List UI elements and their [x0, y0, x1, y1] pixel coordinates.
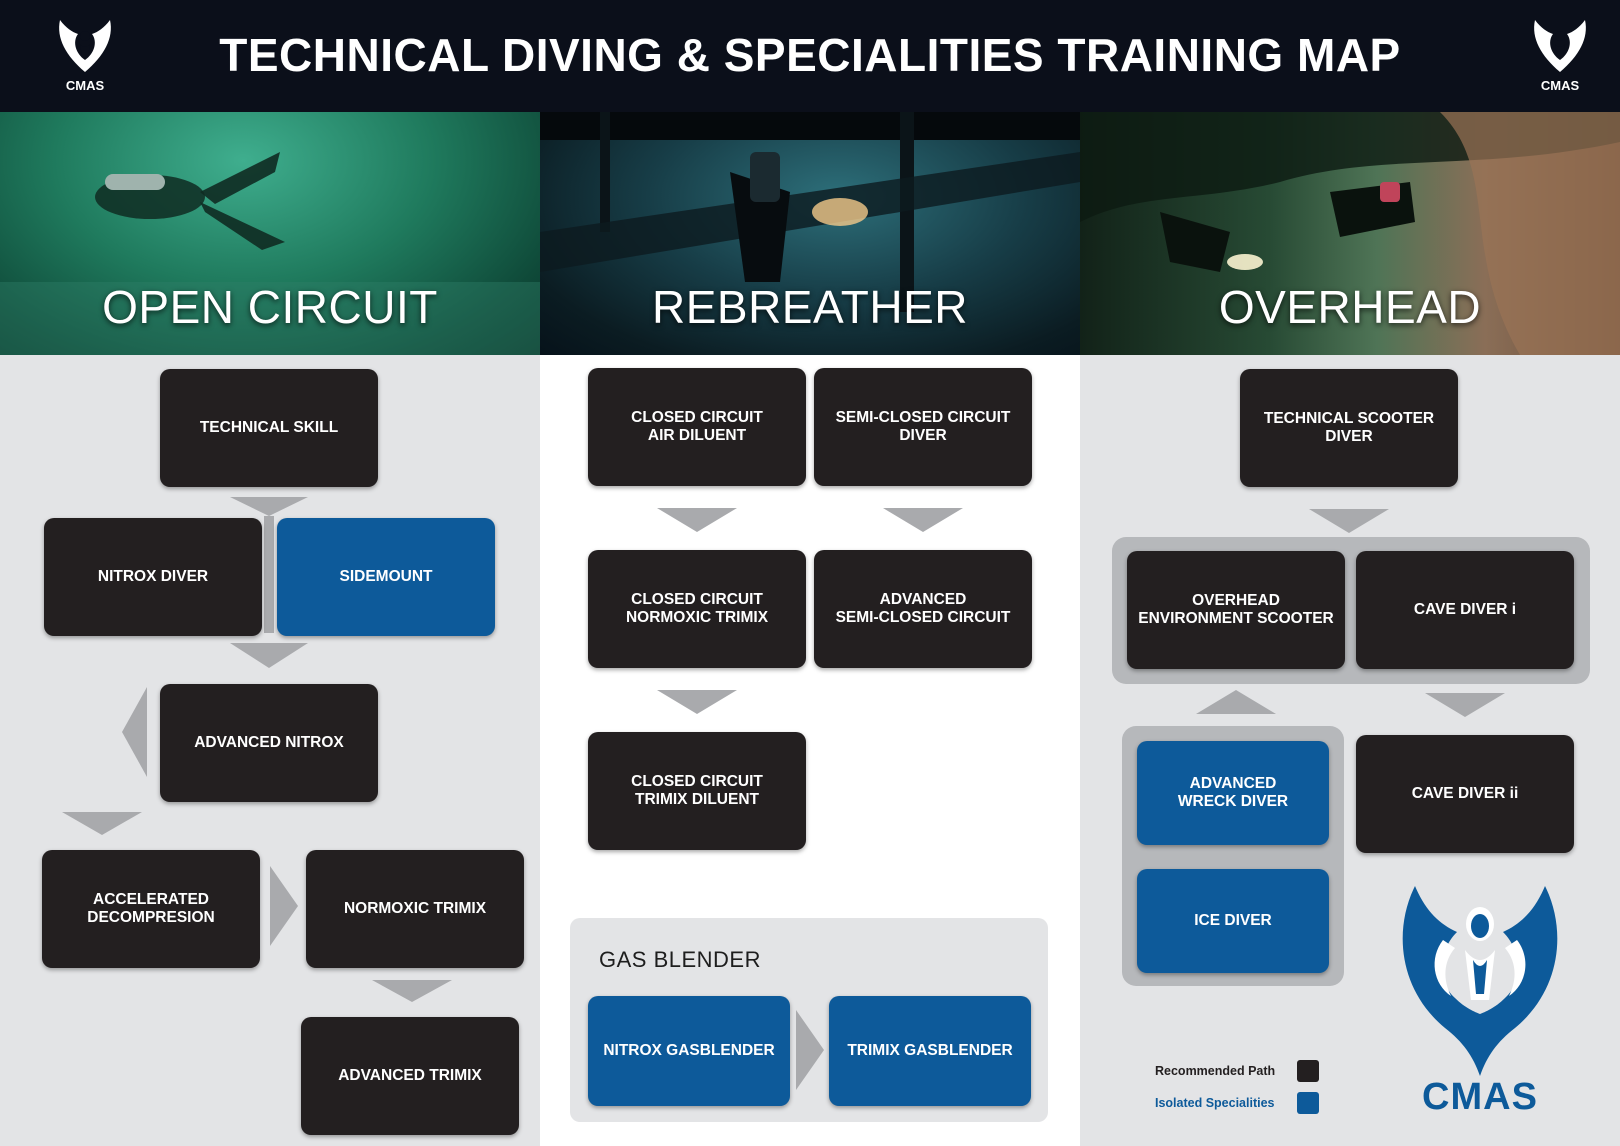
rebreather-photo: REBREATHER	[540, 112, 1080, 355]
technical-scooter-box[interactable]: TECHNICAL SCOOTER DIVER	[1240, 369, 1458, 487]
cc-normoxic-trimix-box[interactable]: CLOSED CIRCUIT NORMOXIC TRIMIX	[588, 550, 806, 668]
rebreather-heading: REBREATHER	[652, 281, 968, 333]
cave-diver-i-box[interactable]: CAVE DIVER i	[1356, 551, 1574, 669]
overhead-heading: OVERHEAD	[1218, 281, 1482, 333]
logo-text: CMAS	[1540, 78, 1580, 93]
gas-blender-title: GAS BLENDER	[599, 947, 761, 972]
technical-skill-box[interactable]: TECHNICAL SKILL	[160, 369, 378, 487]
advanced-trimix-box[interactable]: ADVANCED TRIMIX	[301, 1017, 519, 1135]
legend-recommended-swatch	[1297, 1060, 1319, 1082]
advanced-nitrox-box[interactable]: ADVANCED NITROX	[160, 684, 378, 802]
open-circuit-heading: OPEN CIRCUIT	[102, 281, 438, 333]
cmas-emblem-icon	[1534, 20, 1586, 72]
nitrox-diver-box[interactable]: NITROX DIVER	[44, 518, 262, 636]
normoxic-trimix-box[interactable]: NORMOXIC TRIMIX	[306, 850, 524, 968]
cave-scene	[1080, 112, 1620, 355]
diver-silhouette	[0, 152, 540, 355]
nitrox-gasblender-box[interactable]: NITROX GASBLENDER	[588, 996, 790, 1106]
trimix-gasblender-box[interactable]: TRIMIX GASBLENDER	[829, 996, 1031, 1106]
open-circuit-photo: OPEN CIRCUIT	[0, 112, 540, 355]
cmas-emblem-icon	[59, 20, 111, 72]
cmas-logo-left: CMAS	[50, 16, 120, 98]
cc-air-diluent-box[interactable]: CLOSED CIRCUIT AIR DILUENT	[588, 368, 806, 486]
wreck-scene	[540, 112, 1080, 312]
logo-text: CMAS	[65, 78, 105, 93]
ice-diver-box[interactable]: ICE DIVER	[1137, 869, 1329, 973]
cmas-logo-right: CMAS	[1525, 16, 1595, 98]
cave-diver-ii-box[interactable]: CAVE DIVER ii	[1356, 735, 1574, 853]
cc-trimix-diluent-box[interactable]: CLOSED CIRCUIT TRIMIX DILUENT	[588, 732, 806, 850]
semi-closed-diver-box[interactable]: SEMI-CLOSED CIRCUIT DIVER	[814, 368, 1032, 486]
sidemount-box[interactable]: SIDEMOUNT	[277, 518, 495, 636]
cmas-big-logo-text: CMAS	[1422, 1076, 1538, 1118]
overhead-env-scooter-box[interactable]: OVERHEAD ENVIRONMENT SCOOTER	[1127, 551, 1345, 669]
legend-isolated-swatch	[1297, 1092, 1319, 1114]
legend-isolated-label: Isolated Specialities	[1155, 1096, 1275, 1110]
accelerated-decompression-box[interactable]: ACCELERATED DECOMPRESION	[42, 850, 260, 968]
cmas-mermaid-icon	[1402, 886, 1558, 1076]
cmas-big-logo: CMAS	[1385, 880, 1575, 1120]
advanced-semi-closed-box[interactable]: ADVANCED SEMI-CLOSED CIRCUIT	[814, 550, 1032, 668]
advanced-wreck-box[interactable]: ADVANCED WRECK DIVER	[1137, 741, 1329, 845]
overhead-photo: OVERHEAD	[1080, 112, 1620, 355]
legend-recommended-label: Recommended Path	[1155, 1064, 1276, 1078]
page-title: TECHNICAL DIVING & SPECIALITIES TRAINING…	[219, 29, 1401, 81]
header-bar: CMAS TECHNICAL DIVING & SPECIALITIES TRA…	[0, 0, 1620, 112]
